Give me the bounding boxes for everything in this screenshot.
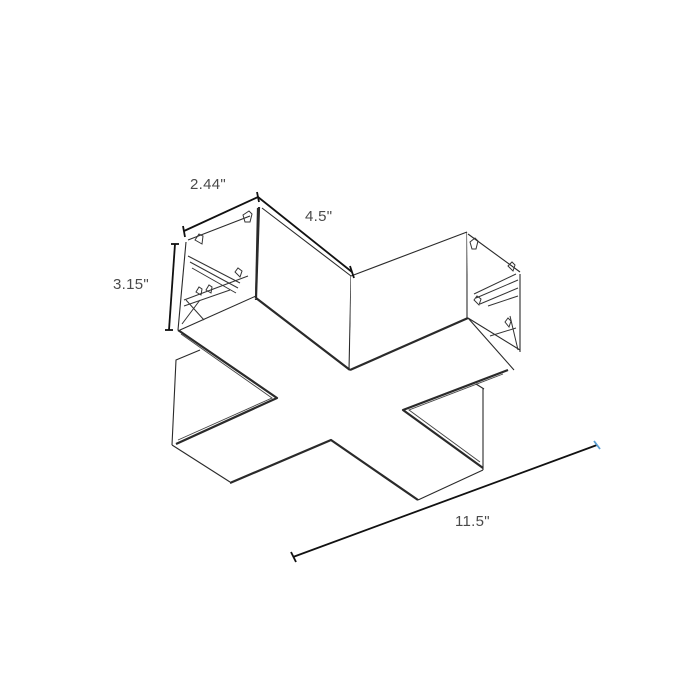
upper-arms bbox=[254, 206, 469, 372]
right-endcap bbox=[467, 232, 521, 371]
dim-line-overall bbox=[292, 444, 598, 558]
dim-line-height bbox=[168, 243, 176, 331]
dim-line-width bbox=[183, 196, 259, 232]
dimension-label-height: 3.15" bbox=[113, 276, 150, 293]
dimension-lines bbox=[165, 191, 601, 563]
dimension-label-width: 2.44" bbox=[190, 176, 227, 193]
dim-line-arm bbox=[257, 196, 353, 273]
left-endcap bbox=[177, 207, 260, 331]
cross-trim bbox=[171, 298, 518, 501]
dimension-label-overall-length: 11.5" bbox=[455, 513, 490, 530]
dimension-label-arm-length: 4.5" bbox=[305, 208, 333, 225]
